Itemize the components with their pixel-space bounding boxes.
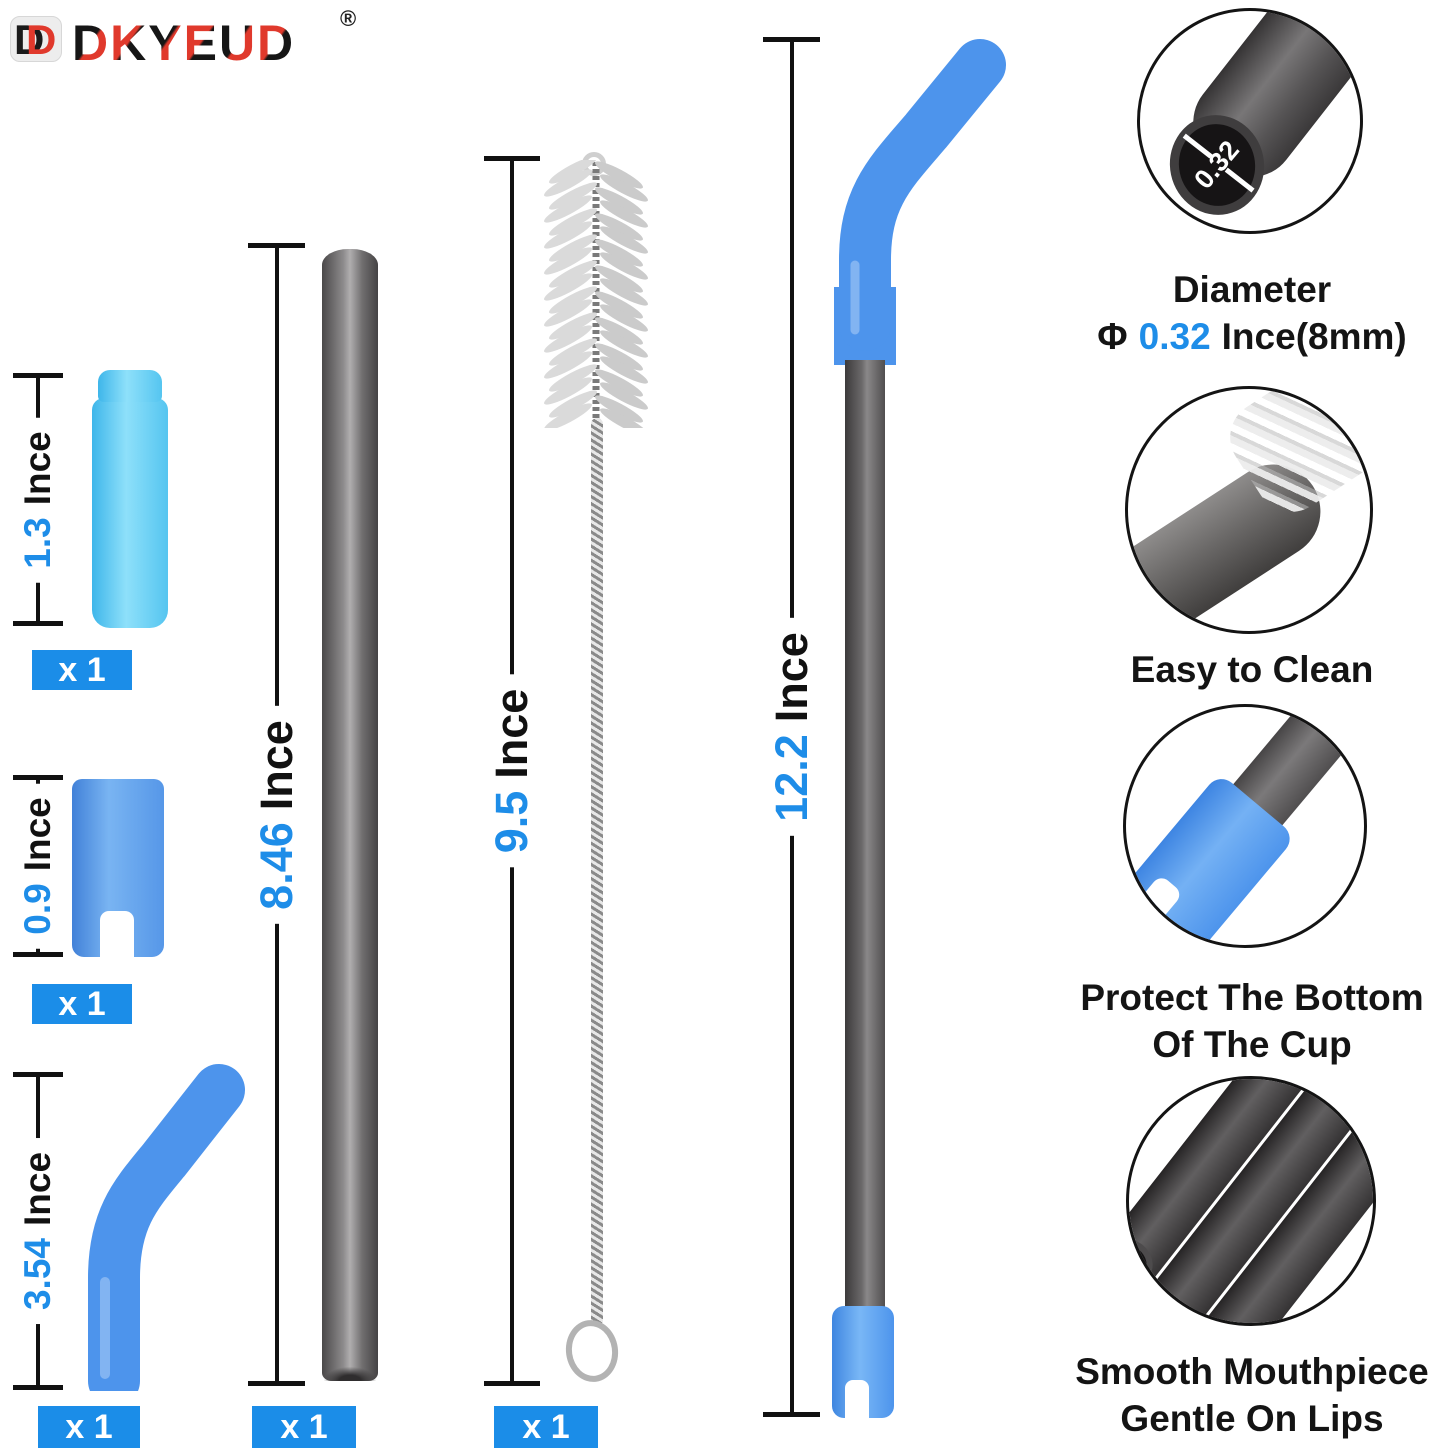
measurement-bent-tip: 3.54 Ince bbox=[15, 1137, 61, 1325]
measurement-unit: Ince bbox=[17, 797, 58, 872]
caption-easy-clean: Easy to Clean bbox=[1130, 649, 1374, 690]
measurement-unit: Ince bbox=[765, 632, 817, 723]
ruler-bent-tip: 3.54 Ince bbox=[13, 1072, 63, 1390]
metal-straight-straw-image bbox=[322, 249, 378, 1381]
ruler-cleaning-brush: 9.5 Ince bbox=[484, 156, 540, 1386]
silicone-bent-tip-image bbox=[88, 1064, 245, 1391]
diameter-suffix: Ince(8mm) bbox=[1221, 316, 1407, 357]
brand-letter: K bbox=[110, 15, 149, 71]
measurement-value: 0.9 bbox=[17, 883, 58, 935]
brand-letter: D bbox=[257, 15, 296, 71]
tube-opening bbox=[1129, 1291, 1194, 1323]
brand-wordmark: DKYEUD bbox=[72, 14, 295, 72]
measurement-straight-tip: 1.3 Ince bbox=[15, 416, 61, 583]
measurement-cleaning-brush: 9.5 Ince bbox=[484, 674, 540, 868]
logo-d-black: D bbox=[14, 16, 45, 63]
brand-logo-icon: D D bbox=[10, 16, 62, 63]
qty-badge-cup-protector: x 1 bbox=[32, 984, 132, 1024]
caption-smooth-mouthpiece-line1: Smooth Mouthpiece bbox=[1075, 1351, 1429, 1392]
ruler-tick-bottom bbox=[13, 621, 63, 626]
measurement-value: 9.5 bbox=[486, 790, 537, 854]
measurement-value: 1.3 bbox=[17, 516, 58, 569]
caption-diameter-title: Diameter bbox=[1172, 269, 1332, 310]
ruler-straight-tip: 1.3 Ince bbox=[13, 373, 63, 626]
qty-badge-cleaning-brush: x 1 bbox=[494, 1406, 598, 1448]
measurement-unit: Ince bbox=[17, 430, 58, 505]
assembled-straw-blue-tip-image bbox=[834, 39, 1006, 365]
smooth-mouthpiece-image bbox=[1129, 1079, 1373, 1323]
logo-d-red: D bbox=[26, 16, 57, 63]
ruler-tick-bottom bbox=[484, 1381, 540, 1386]
measurement-cup-protector: 0.9 Ince bbox=[15, 783, 61, 949]
caption-protect-bottom-line1: Protect The Bottom bbox=[1080, 977, 1424, 1018]
silicone-cup-protector-image bbox=[72, 779, 164, 957]
ruler-tick-bottom bbox=[13, 952, 63, 957]
measurement-unit: Ince bbox=[250, 719, 302, 810]
brush-twisted-wire bbox=[591, 418, 603, 1326]
caption-smooth-mouthpiece: Smooth Mouthpiece Gentle On Lips bbox=[1052, 1348, 1445, 1442]
assembled-straw-metal-tube-image bbox=[845, 360, 885, 1310]
ruler-cup-protector: 0.9 Ince bbox=[13, 775, 63, 957]
measurement-unit: Ince bbox=[486, 688, 537, 779]
caption-protect-bottom: Protect The Bottom Of The Cup bbox=[1052, 974, 1445, 1068]
qty-badge-bent-tip: x 1 bbox=[38, 1406, 140, 1448]
ruler-tick-bottom bbox=[248, 1381, 305, 1386]
ruler-assembled-straw: 12.2 Ince bbox=[763, 37, 820, 1417]
brand-letter: Y bbox=[148, 15, 184, 71]
measurement-unit: Ince bbox=[17, 1151, 58, 1227]
caption-protect-bottom-line2: Of The Cup bbox=[1152, 1024, 1352, 1065]
brand-letter: U bbox=[218, 15, 258, 71]
protect-bottom-cap-notch bbox=[1134, 874, 1184, 925]
callout-diameter-circle: 0.32 bbox=[1137, 8, 1363, 234]
registered-trademark-symbol: ® bbox=[340, 6, 357, 31]
callout-protect-bottom-circle bbox=[1123, 704, 1367, 948]
ruler-straight-straw: 8.46 Ince bbox=[248, 243, 305, 1386]
caption-smooth-mouthpiece-line2: Gentle On Lips bbox=[1120, 1398, 1384, 1439]
assembled-straw-bottom-protector-image bbox=[832, 1306, 894, 1418]
brush-bristles-image bbox=[544, 160, 648, 428]
callout-easy-clean-circle bbox=[1125, 386, 1373, 634]
measurement-value: 8.46 bbox=[250, 821, 302, 910]
diameter-value: 0.32 bbox=[1138, 316, 1211, 357]
qty-badge-straight-straw: x 1 bbox=[252, 1406, 356, 1448]
brush-handle-loop bbox=[561, 1316, 623, 1386]
ruler-tick-bottom bbox=[13, 1385, 63, 1390]
measurement-value: 12.2 bbox=[765, 734, 817, 822]
callout-smooth-mouthpiece-circle bbox=[1126, 1076, 1376, 1326]
measurement-straight-straw: 8.46 Ince bbox=[248, 705, 305, 924]
qty-badge-straight-tip: x 1 bbox=[32, 650, 132, 690]
phi-symbol: Φ bbox=[1097, 316, 1128, 357]
brand-letter: E bbox=[183, 15, 219, 71]
ruler-tick-bottom bbox=[763, 1412, 820, 1417]
brand-letter: D bbox=[72, 15, 111, 71]
measurement-value: 3.54 bbox=[17, 1238, 58, 1311]
measurement-assembled-straw: 12.2 Ince bbox=[763, 618, 820, 836]
silicone-straight-tip-image bbox=[92, 370, 168, 628]
protect-bottom-image bbox=[1126, 707, 1364, 945]
